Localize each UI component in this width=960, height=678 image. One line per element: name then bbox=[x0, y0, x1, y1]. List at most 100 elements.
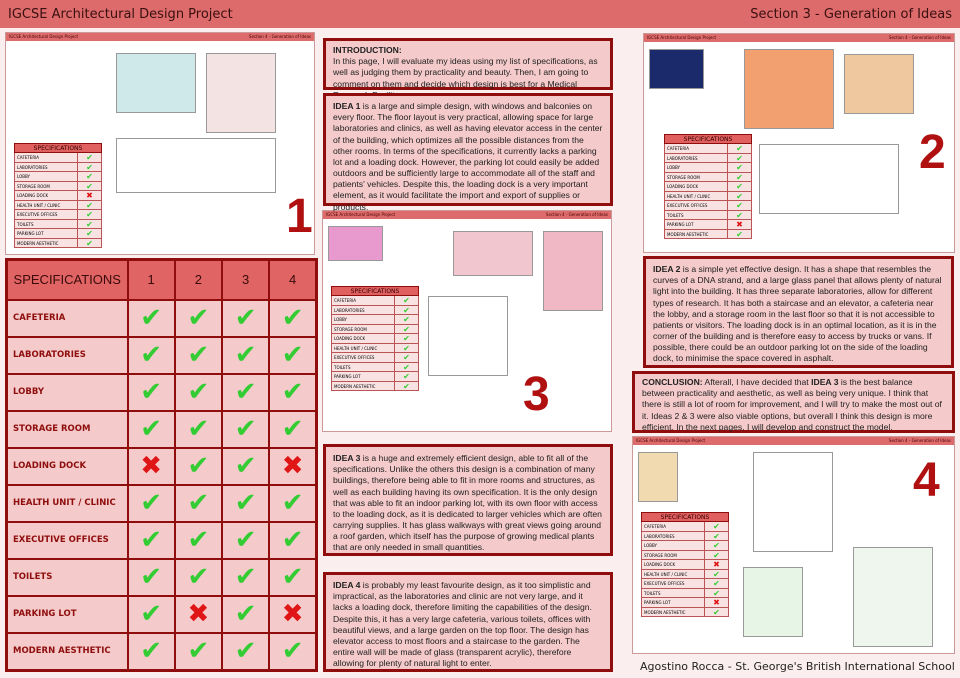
check-icon: ✔ bbox=[234, 562, 257, 593]
check-icon: ✔ bbox=[187, 488, 210, 519]
spec-cell: ✔ bbox=[126, 372, 176, 412]
check-icon: ✔ bbox=[140, 377, 163, 408]
check-icon: ✔ bbox=[140, 303, 163, 334]
mini-spec-label: LOBBY bbox=[17, 174, 30, 179]
spec-cell: ✔ bbox=[126, 483, 176, 523]
idea-4-text: is probably my least favourite design, a… bbox=[333, 580, 592, 669]
spec-cell: ✔ bbox=[126, 557, 176, 597]
mini-spec-label: MODERN AESTHETIC bbox=[334, 383, 376, 389]
check-icon: ✔ bbox=[704, 569, 728, 578]
mini-spec-row: LABORATORIES✔ bbox=[641, 531, 729, 541]
mini-spec-label: MODERN AESTHETIC bbox=[667, 231, 709, 237]
mini-spec-row: CAFETERIA✔ bbox=[14, 153, 102, 163]
mini-spec-row: HEALTH UNIT / CLINIC ✔ bbox=[641, 569, 729, 579]
check-icon: ✔ bbox=[281, 525, 304, 556]
spec-cell: ✔ bbox=[173, 446, 224, 486]
spec-cell: ✔ bbox=[268, 557, 318, 597]
idea-2-label: IDEA 2 bbox=[653, 264, 681, 274]
spec-cell: ✔ bbox=[126, 298, 176, 338]
table-row: TOILETS✔✔✔✔ bbox=[5, 557, 318, 597]
check-icon: ✔ bbox=[704, 607, 728, 616]
thumbnail-section: Section 4 - Generation of Ideas bbox=[888, 438, 951, 443]
check-icon: ✔ bbox=[234, 303, 257, 334]
check-icon: ✔ bbox=[727, 153, 751, 162]
idea-number: 3 bbox=[523, 368, 550, 421]
mini-spec-row: TOILETS✔ bbox=[14, 219, 102, 229]
check-icon: ✔ bbox=[234, 488, 257, 519]
mini-spec-row: CAFETERIA✔ bbox=[331, 296, 419, 306]
mini-spec-label: EXECUTIVE OFFICES bbox=[667, 203, 708, 208]
spec-cell: ✔ bbox=[126, 409, 176, 449]
mini-spec-label: PARKING LOT bbox=[644, 600, 671, 605]
idea-2-text: is a simple yet effective design. It has… bbox=[653, 264, 942, 364]
spec-cell: ✔ bbox=[220, 557, 271, 597]
mini-spec-row: TOILETS ✔ bbox=[664, 210, 752, 220]
design-sketch bbox=[116, 53, 196, 113]
mini-spec-label: STORAGE ROOM bbox=[334, 326, 367, 332]
thumbnail-title: IGCSE Architectural Design Project bbox=[636, 438, 706, 443]
design-sketch bbox=[649, 49, 704, 89]
design-sketch bbox=[753, 452, 833, 552]
conclusion-idea: IDEA 3 bbox=[811, 377, 839, 387]
idea-3-text: is a huge and extremely efficient design… bbox=[333, 453, 602, 553]
spec-cell: ✖ bbox=[173, 594, 224, 634]
mini-spec-row: LOADING DOCK ✖ bbox=[14, 191, 102, 201]
conclusion-text: is the best balance between practicality… bbox=[642, 377, 942, 432]
mini-spec-label: TOILETS bbox=[667, 212, 684, 218]
conclusion-label: CONCLUSION: bbox=[642, 377, 703, 387]
cross-icon: ✖ bbox=[281, 599, 304, 630]
idea-number: 4 bbox=[913, 454, 940, 507]
mini-spec-row: LOBBY✔ bbox=[664, 163, 752, 173]
mini-spec-label: STORAGE ROOM bbox=[17, 183, 50, 189]
check-icon: ✔ bbox=[704, 550, 728, 559]
check-icon: ✔ bbox=[77, 153, 101, 162]
mini-spec-label: PARKING LOT bbox=[17, 231, 44, 236]
mini-spec-label: HEALTH UNIT / CLINIC bbox=[644, 571, 688, 577]
mini-spec-row: PARKING LOT✖ bbox=[664, 220, 752, 230]
idea-3-label: IDEA 3 bbox=[333, 453, 361, 463]
spec-cell: ✔ bbox=[173, 335, 224, 375]
check-icon: ✔ bbox=[187, 451, 210, 482]
spec-label: LABORATORIES bbox=[5, 335, 129, 375]
mini-spec-row: EXECUTIVE OFFICES✔ bbox=[331, 353, 419, 363]
author-footer: Agostino Rocca - St. George's British In… bbox=[640, 660, 955, 673]
design-sketch bbox=[328, 226, 383, 261]
table-row: PARKING LOT✔✖✔✖ bbox=[5, 594, 318, 634]
spec-label: STORAGE ROOM bbox=[5, 409, 129, 449]
cross-icon: ✖ bbox=[704, 560, 728, 569]
cross-icon: ✖ bbox=[77, 191, 101, 200]
check-icon: ✔ bbox=[140, 599, 163, 630]
check-icon: ✔ bbox=[77, 162, 101, 171]
table-row: HEALTH UNIT / CLINIC✔✔✔✔ bbox=[5, 483, 318, 523]
mini-spec-row: CAFETERIA✔ bbox=[664, 144, 752, 154]
design-sketch bbox=[638, 452, 678, 502]
mini-spec-label: STORAGE ROOM bbox=[644, 552, 677, 558]
mini-spec-label: MODERN AESTHETIC bbox=[644, 609, 686, 615]
spec-cell: ✔ bbox=[173, 409, 224, 449]
check-icon: ✔ bbox=[281, 488, 304, 519]
mini-spec-label: EXECUTIVE OFFICES bbox=[334, 355, 375, 360]
mini-spec-label: LOBBY bbox=[334, 317, 347, 322]
spec-cell: ✔ bbox=[268, 409, 318, 449]
conclusion-box: CONCLUSION: Afterall, I have decided tha… bbox=[632, 371, 955, 433]
check-icon: ✔ bbox=[394, 324, 418, 333]
check-icon: ✔ bbox=[727, 210, 751, 219]
spec-cell: ✔ bbox=[220, 335, 271, 375]
mini-spec-row: PARKING LOT✔ bbox=[14, 229, 102, 239]
idea-4-box: IDEA 4 is probably my least favourite de… bbox=[323, 572, 613, 672]
check-icon: ✔ bbox=[140, 525, 163, 556]
check-icon: ✔ bbox=[727, 182, 751, 191]
idea-4-label: IDEA 4 bbox=[333, 580, 361, 590]
check-icon: ✔ bbox=[704, 541, 728, 550]
table-row: LABORATORIES✔✔✔✔ bbox=[5, 335, 318, 375]
check-icon: ✔ bbox=[394, 315, 418, 324]
cross-icon: ✖ bbox=[187, 599, 210, 630]
idea-column-1: 1 bbox=[126, 258, 176, 301]
idea-1-text: is a large and simple design, with windo… bbox=[333, 101, 603, 212]
mini-spec-label: LOADING DOCK bbox=[17, 193, 49, 198]
